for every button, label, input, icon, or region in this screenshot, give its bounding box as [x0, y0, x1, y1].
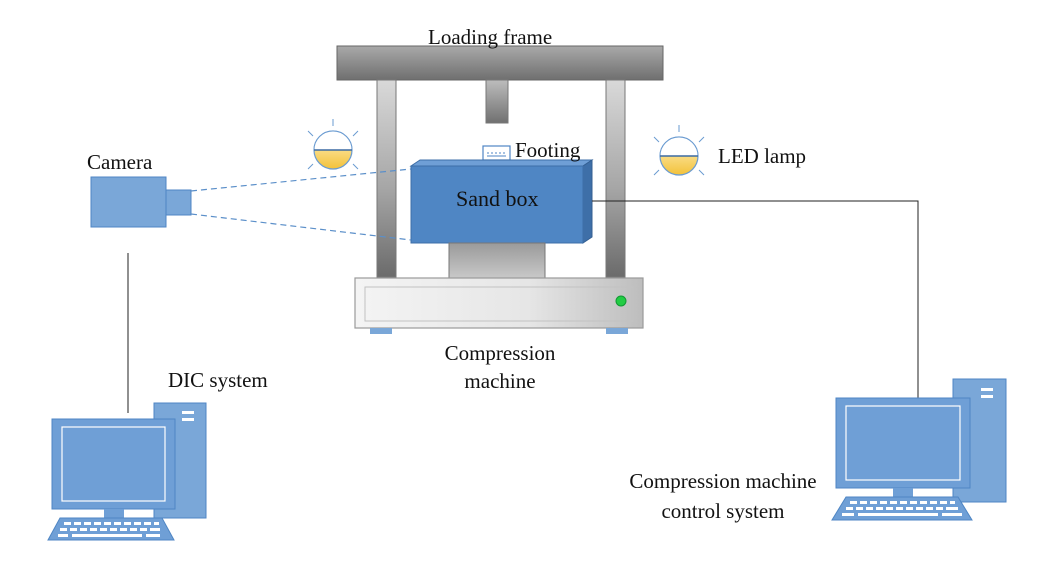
loading-frame-center-stub	[485, 79, 509, 124]
control-system-label-line1: Compression machine	[629, 469, 817, 493]
camera-view-lines	[190, 168, 412, 241]
compression-machine-label-line1: Compression	[444, 341, 556, 365]
led-lamp-label: LED lamp	[718, 144, 807, 168]
loading-frame	[336, 45, 664, 278]
loading-frame-label: Loading frame	[428, 25, 553, 49]
camera-body	[90, 176, 167, 228]
led-lamp-right	[653, 125, 705, 176]
connection-cables	[127, 200, 919, 413]
loading-frame-left-column	[376, 79, 397, 278]
control-computer	[831, 378, 1007, 521]
led-lamp-left	[307, 119, 359, 170]
compression-machine-label-line2: machine	[464, 369, 536, 393]
base-foot-right	[606, 328, 628, 334]
sand-box	[409, 159, 594, 244]
camera-lens	[165, 189, 192, 216]
camera-label: Camera	[87, 150, 153, 174]
compression-machine-base	[354, 277, 644, 334]
loading-frame-top-beam	[336, 45, 664, 81]
base-foot-left	[370, 328, 392, 334]
footing-label: Footing	[515, 138, 581, 162]
dic-system-label: DIC system	[168, 368, 268, 392]
footing	[482, 145, 511, 161]
loading-frame-right-column	[605, 79, 626, 278]
machine-to-control-cable	[592, 200, 919, 398]
dic-computer	[47, 402, 207, 541]
control-system-label-line2: control system	[661, 499, 785, 523]
sand-box-label: Sand box	[456, 186, 539, 211]
camera	[90, 176, 192, 228]
lower-platen	[448, 242, 546, 279]
power-indicator-light	[615, 295, 627, 307]
